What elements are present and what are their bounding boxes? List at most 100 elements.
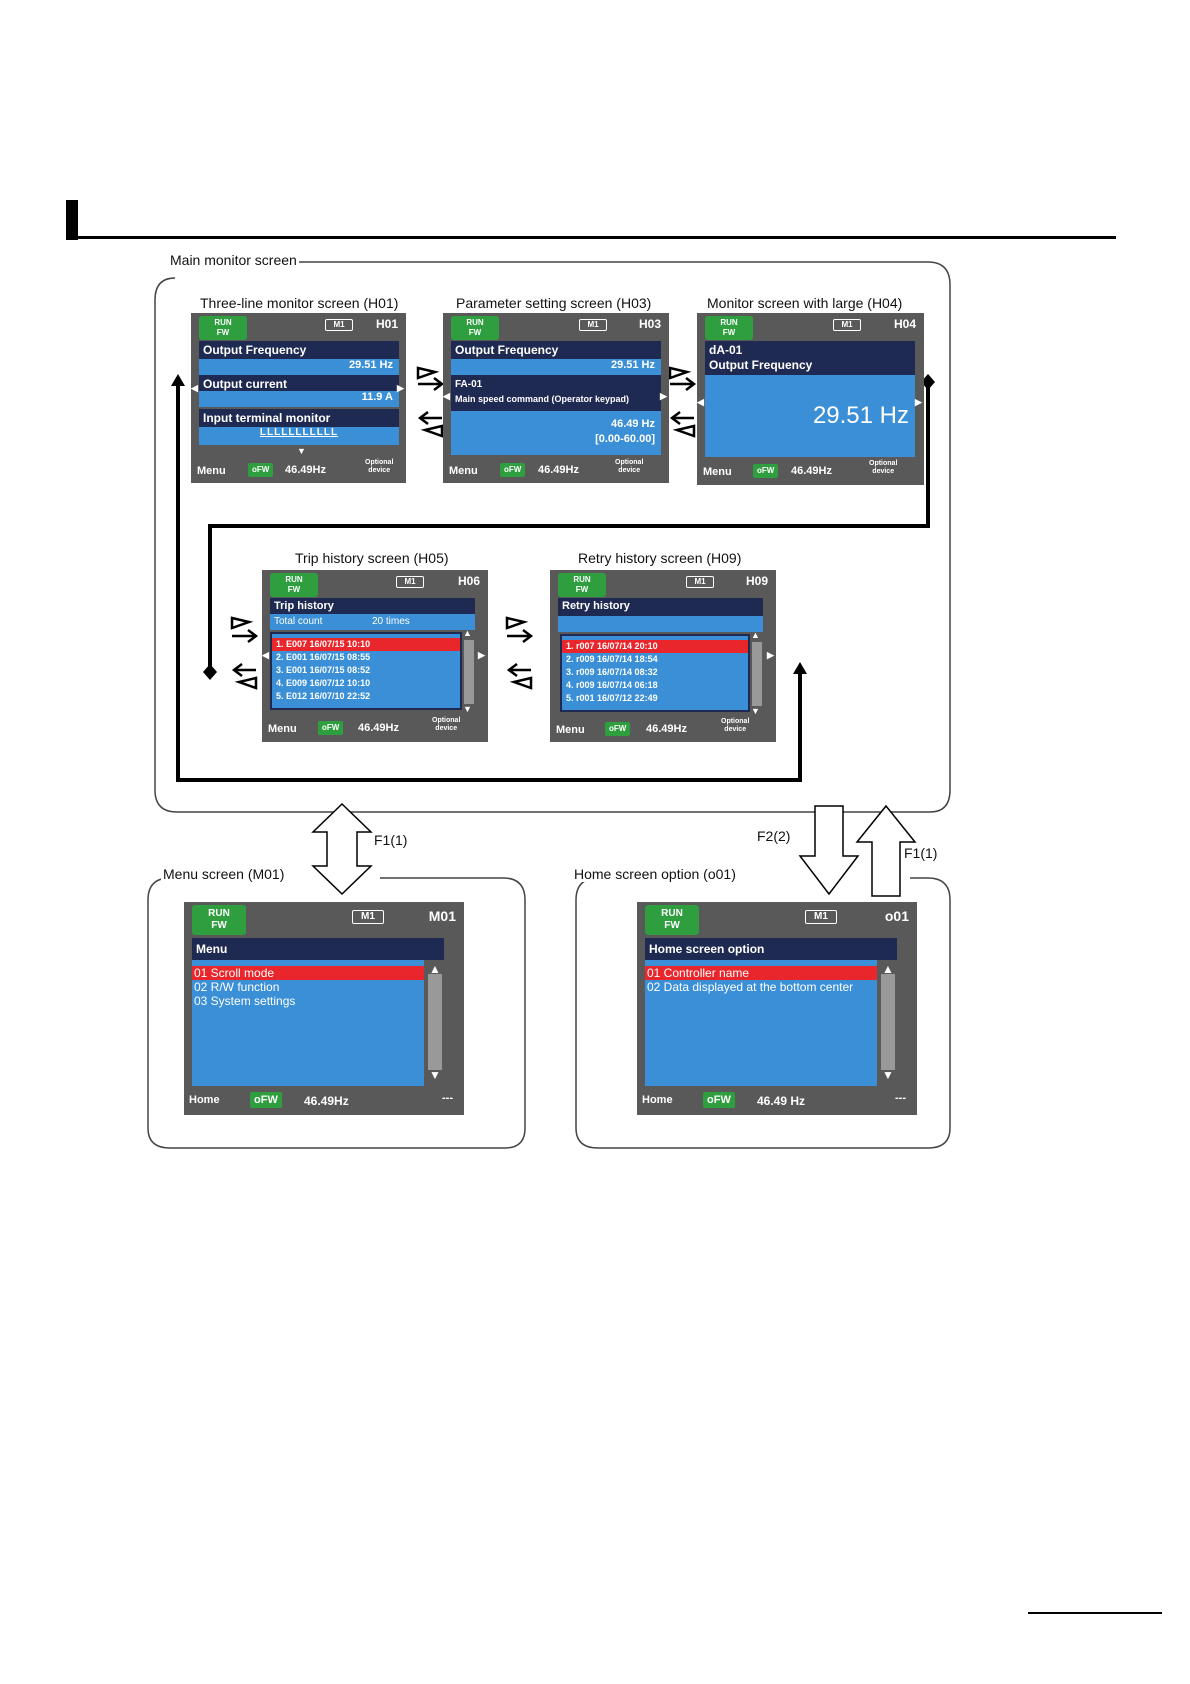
menu-item[interactable]: 01 Controller name bbox=[645, 966, 877, 980]
scroll-up-icon[interactable]: ▲ bbox=[429, 962, 441, 976]
nav-right-icon[interactable]: ▶ bbox=[915, 397, 922, 407]
menu-item[interactable]: 02 Data displayed at the bottom center bbox=[647, 980, 854, 994]
nav-left-icon[interactable]: ◀ bbox=[443, 391, 450, 401]
history-title: Retry history bbox=[558, 598, 763, 616]
param-label: Output Frequency bbox=[709, 358, 813, 372]
h03-label: Parameter setting screen (H03) bbox=[454, 295, 654, 311]
nav-right-icon[interactable]: ▶ bbox=[397, 383, 404, 393]
arrow-h03-h04 bbox=[668, 366, 697, 438]
nav-left-icon[interactable]: ◀ bbox=[697, 397, 704, 407]
param-header: dA-01 Output Frequency bbox=[705, 341, 915, 375]
frequency-readout: 46.49Hz bbox=[304, 1094, 349, 1108]
menu-item[interactable]: 03 System settings bbox=[194, 994, 296, 1008]
setting-range: [0.00-60.00] bbox=[595, 433, 655, 445]
scrollbar[interactable] bbox=[464, 640, 474, 704]
list-item[interactable]: 3. r009 16/07/14 08:32 bbox=[566, 667, 658, 677]
scroll-up-icon[interactable]: ▲ bbox=[882, 962, 894, 976]
m1-badge: M1 bbox=[325, 319, 353, 331]
nav-right-icon[interactable]: ▶ bbox=[478, 650, 485, 660]
setting-value-block[interactable]: 46.49 Hz [0.00-60.00] bbox=[451, 411, 661, 455]
param-value: 11.9 A bbox=[199, 391, 399, 407]
menu-item[interactable]: 01 Scroll mode bbox=[192, 966, 424, 980]
screen-code: H04 bbox=[893, 317, 916, 331]
scroll-down-icon[interactable]: ▼ bbox=[463, 704, 472, 714]
nav-right-icon[interactable]: ▶ bbox=[660, 391, 667, 401]
scroll-down-icon[interactable]: ▼ bbox=[751, 706, 760, 716]
list-item[interactable]: 1. E007 16/07/15 10:10 bbox=[272, 638, 460, 651]
menu-softkey[interactable]: Menu bbox=[197, 465, 226, 477]
total-count-value: 20 times bbox=[372, 616, 410, 627]
screen-code: o01 bbox=[884, 908, 909, 924]
setting-value: 46.49 Hz bbox=[610, 418, 655, 430]
f1-menu-double-arrow bbox=[311, 802, 373, 896]
menu-softkey[interactable]: Menu bbox=[556, 724, 585, 736]
list-item[interactable]: 2. E001 16/07/15 08:55 bbox=[276, 652, 371, 662]
list-item[interactable]: 3. E001 16/07/15 08:52 bbox=[276, 665, 371, 675]
scroll-down-icon[interactable]: ▼ bbox=[882, 1068, 894, 1082]
nav-left-icon[interactable]: ◀ bbox=[191, 383, 198, 393]
ofw-badge: oFW bbox=[753, 464, 779, 478]
home-softkey[interactable]: Home bbox=[642, 1094, 673, 1106]
scrollbar[interactable] bbox=[881, 974, 895, 1070]
list-item[interactable]: 5. r001 16/07/12 22:49 bbox=[566, 693, 658, 703]
screen-code: H01 bbox=[375, 317, 398, 331]
list-item[interactable]: 5. E012 16/07/10 22:52 bbox=[276, 691, 371, 701]
m1-badge: M1 bbox=[579, 319, 607, 331]
list-item[interactable]: 4. r009 16/07/14 06:18 bbox=[566, 680, 658, 690]
scrollbar[interactable] bbox=[752, 642, 762, 706]
menu-softkey[interactable]: Menu bbox=[268, 723, 297, 735]
param-label: Output Frequency bbox=[199, 341, 399, 359]
scroll-down-icon: ▼ bbox=[297, 446, 306, 456]
header-bar bbox=[66, 200, 78, 240]
main-monitor-label: Main monitor screen bbox=[168, 252, 299, 268]
menu-item[interactable]: 02 R/W function bbox=[194, 980, 280, 994]
right-softkey-placeholder[interactable]: --- bbox=[442, 1092, 453, 1104]
blank-count-row bbox=[558, 616, 763, 632]
list-item[interactable]: 2. r009 16/07/14 18:54 bbox=[566, 654, 658, 664]
scrollbar[interactable] bbox=[428, 974, 442, 1070]
nav-left-icon[interactable]: ◀ bbox=[262, 650, 269, 660]
menu-softkey[interactable]: Menu bbox=[449, 465, 478, 477]
frequency-readout: 46.49Hz bbox=[791, 465, 832, 477]
param-label: Output current bbox=[199, 375, 399, 391]
menu-title: Menu bbox=[192, 938, 444, 960]
frequency-readout: 46.49Hz bbox=[358, 722, 399, 734]
scroll-up-icon[interactable]: ▲ bbox=[463, 628, 472, 638]
retry-history-list: 1. r007 16/07/14 20:10 2. r009 16/07/14 … bbox=[560, 634, 750, 712]
list-item[interactable]: 1. r007 16/07/14 20:10 bbox=[562, 640, 748, 653]
ofw-badge: oFW bbox=[703, 1092, 735, 1108]
nav-right-icon[interactable]: ▶ bbox=[767, 650, 774, 660]
menu-title: Home screen option bbox=[645, 938, 897, 960]
f2-down-arrow bbox=[798, 805, 860, 896]
ofw-badge: oFW bbox=[318, 721, 344, 735]
screen-code: H03 bbox=[638, 317, 661, 331]
scroll-down-icon[interactable]: ▼ bbox=[429, 1068, 441, 1082]
f1-right-label: F1(1) bbox=[904, 845, 938, 861]
h04-label: Monitor screen with large (H04) bbox=[705, 295, 905, 311]
history-title: Trip history bbox=[270, 598, 475, 614]
param-label: Input terminal monitor bbox=[199, 409, 399, 427]
m1-badge: M1 bbox=[833, 319, 861, 331]
m01-label: Menu screen (M01) bbox=[161, 866, 287, 882]
menu-softkey[interactable]: Menu bbox=[703, 466, 732, 478]
header-rule bbox=[66, 236, 1116, 239]
total-count-row: Total count 20 times bbox=[270, 614, 475, 630]
home-softkey[interactable]: Home bbox=[189, 1094, 220, 1106]
m1-badge: M1 bbox=[805, 910, 837, 924]
scroll-up-icon[interactable]: ▲ bbox=[751, 630, 760, 640]
right-softkey-placeholder[interactable]: --- bbox=[895, 1092, 906, 1104]
list-item[interactable]: 4. E009 16/07/12 10:10 bbox=[276, 678, 371, 688]
screen-code: H06 bbox=[457, 574, 480, 588]
